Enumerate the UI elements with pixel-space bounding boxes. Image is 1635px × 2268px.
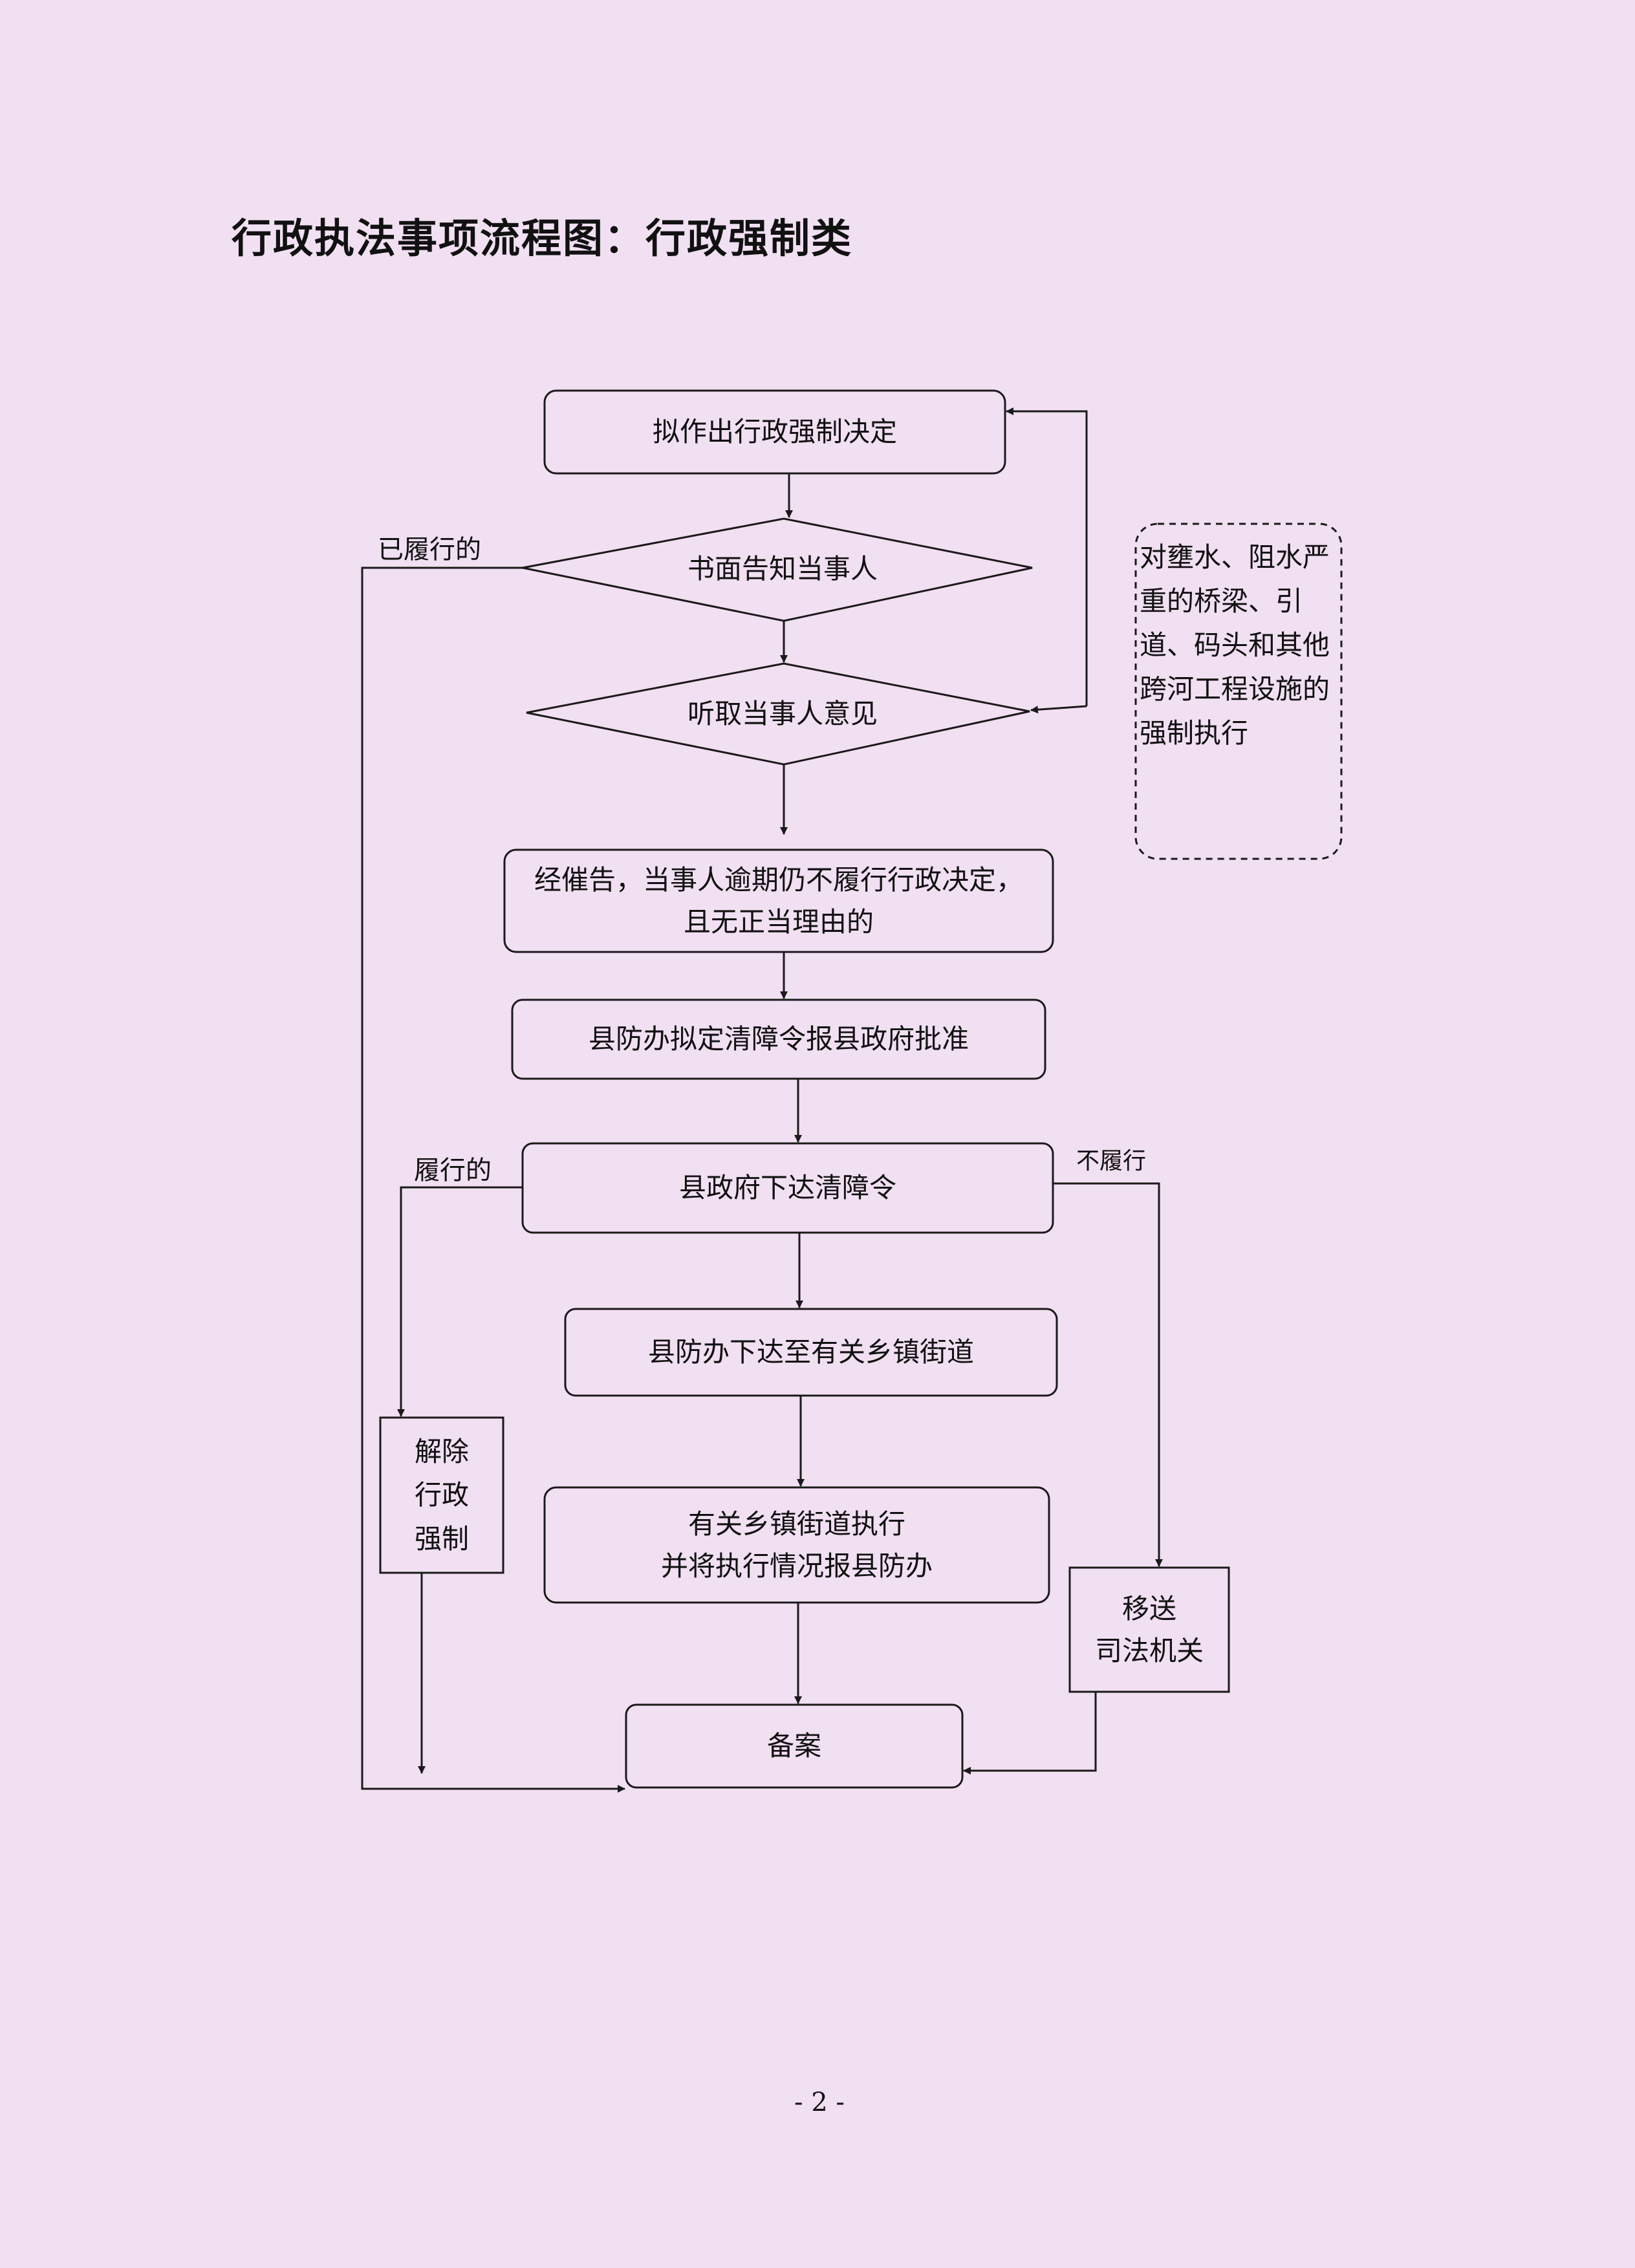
path-transfer-to-archive <box>963 1692 1097 1775</box>
box-transfer <box>1068 1566 1230 1693</box>
node-release-line-1: 解除 <box>414 1436 469 1468</box>
diamond-written-notice <box>522 517 1033 622</box>
node-execute: 有关乡镇街道执行 并将执行情况报县防办 <box>545 1487 1049 1603</box>
box-note <box>1134 523 1343 860</box>
box-send-town <box>564 1308 1058 1397</box>
box-overdue <box>503 848 1054 953</box>
node-send-town: 县防办下达至有关乡镇街道 <box>647 1336 974 1368</box>
side-note: 对壅水、阻水严重的桥梁、引道、码头和其他跨河工程设施的强制执行 <box>1140 541 1330 749</box>
label-fulfilled: 履行的 <box>414 1156 492 1185</box>
node-release: 解除 行政 强制 <box>380 1418 503 1573</box>
path-not-fulfilled <box>1053 1182 1163 1567</box>
box-draft-order <box>511 999 1046 1080</box>
label-already-fulfilled: 已履行的 <box>378 535 481 565</box>
label-not-fulfilled: 不履行 <box>1076 1148 1147 1174</box>
node-execute-line-2: 并将执行情况报县防办 <box>660 1550 933 1582</box>
node-draft-decision: 拟作出行政强制决定 <box>652 416 897 448</box>
arrow-loop-into-opinion <box>1030 705 1087 714</box>
loop-opinion-to-notice <box>1006 407 1088 706</box>
path-already-fulfilled <box>361 567 625 1793</box>
node-archive: 备案 <box>766 1730 821 1762</box>
page-title: 行政执法事项流程图：行政强制类 <box>232 215 853 262</box>
box-archive <box>625 1703 964 1789</box>
diamond-hear-opinion <box>526 662 1030 766</box>
box-release <box>379 1416 504 1574</box>
node-written-notice: 书面告知当事人 <box>687 553 878 585</box>
node-overdue: 经催告，当事人逾期仍不履行行政决定， 且无正当理由的 <box>504 850 1053 952</box>
node-transfer: 移送 司法机关 <box>1070 1568 1229 1692</box>
node-draft-order: 县防办拟定清障令报县政府批准 <box>588 1023 969 1055</box>
box-draft-decision <box>543 389 1006 475</box>
box-execute <box>543 1486 1050 1604</box>
node-hear-opinion: 听取当事人意见 <box>687 698 878 730</box>
page-number: - 2 - <box>794 2088 845 2117</box>
node-release-line-3: 强制 <box>414 1522 469 1555</box>
node-release-line-2: 行政 <box>414 1479 469 1511</box>
node-overdue-line-2: 且无正当理由的 <box>683 906 874 938</box>
node-overdue-line-1: 经催告，当事人逾期仍不履行行政决定， <box>534 863 1023 896</box>
node-transfer-line-2: 司法机关 <box>1094 1635 1204 1667</box>
node-execute-line-1: 有关乡镇街道执行 <box>688 1507 905 1540</box>
node-transfer-line-1: 移送 <box>1121 1592 1176 1625</box>
node-issue-order: 县政府下达清障令 <box>678 1172 896 1204</box>
path-fulfilled-to-release <box>397 1186 523 1417</box>
